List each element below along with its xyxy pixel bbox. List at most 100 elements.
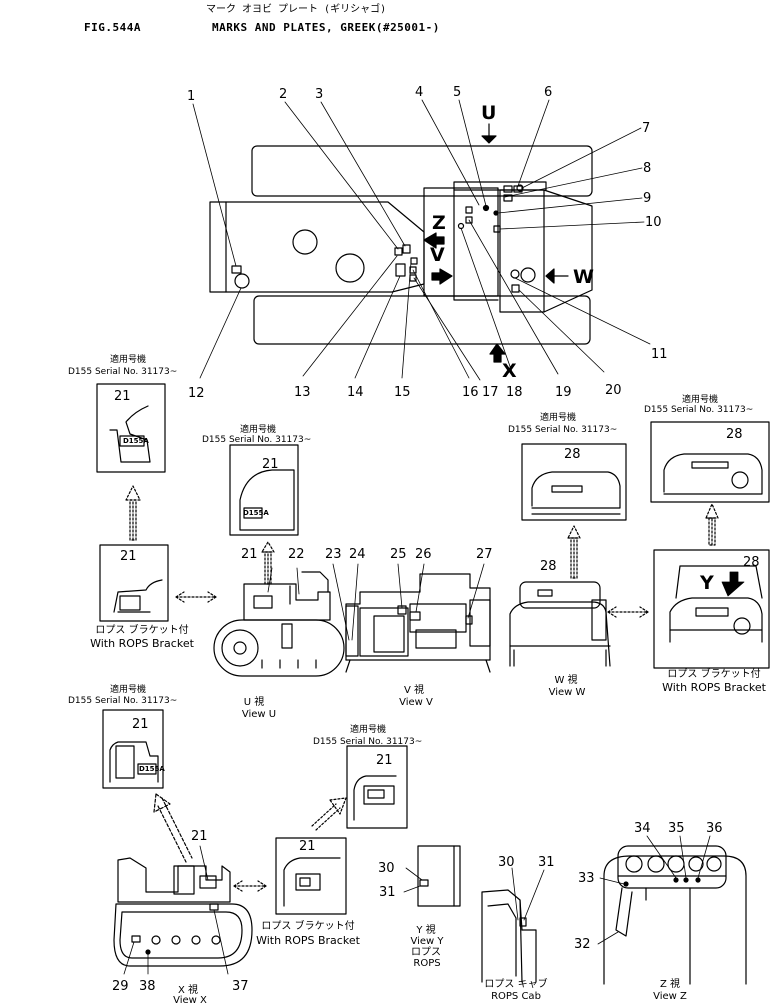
serial-en-6: D155 Serial No. 31173~ <box>313 737 423 747</box>
plate-label-3: D155A <box>139 765 165 773</box>
main-frame-left <box>209 201 425 293</box>
callout-34: 34 <box>634 821 651 836</box>
callout-28-b: 28 <box>726 427 743 442</box>
view-letter-u: U <box>481 102 497 124</box>
inset-frame <box>96 383 166 473</box>
caption-view-u-en: View U <box>241 709 277 720</box>
caption-rops-cab-jp: ロプス キャブ <box>484 979 548 990</box>
callout-16: 16 <box>462 385 479 400</box>
hatched-arrow-x <box>153 793 193 863</box>
callout-28-d: 28 <box>743 555 760 570</box>
callout-21-f: 21 <box>191 829 208 844</box>
callout-21-g: 21 <box>299 839 316 854</box>
callout-37: 37 <box>232 979 249 994</box>
callout-30-b: 30 <box>498 855 515 870</box>
callout-25: 25 <box>390 547 407 562</box>
caption-rops-jp-1: ロプス ブラケット付 <box>95 625 189 636</box>
callout-8: 8 <box>643 161 652 176</box>
callout-21-a: 21 <box>114 389 131 404</box>
callout-19: 19 <box>555 385 572 400</box>
callout-11: 11 <box>651 347 668 362</box>
callout-38: 38 <box>139 979 156 994</box>
callout-21-c: 21 <box>120 549 137 564</box>
callout-15: 15 <box>394 385 411 400</box>
caption-view-u-jp: U 視 <box>243 697 265 708</box>
link-arrow <box>175 591 217 603</box>
callout-28-c: 28 <box>540 559 557 574</box>
cab-outline <box>423 187 499 297</box>
callout-20: 20 <box>605 383 622 398</box>
callout-4: 4 <box>415 85 424 100</box>
view-v-arrow <box>431 268 453 285</box>
hatched-arrow <box>125 485 141 541</box>
caption-view-y-rops-jp: ロプス <box>411 947 441 958</box>
view-letter-w: W <box>573 266 594 288</box>
serial-jp-6: 適用号機 <box>350 725 387 735</box>
callout-18: 18 <box>506 385 523 400</box>
callout-12: 12 <box>188 386 205 401</box>
caption-rops-en-3: With ROPS Bracket <box>256 934 360 947</box>
serial-en-2: D155 Serial No. 31173~ <box>202 435 312 445</box>
lower-track-frame <box>253 295 591 345</box>
callout-17: 17 <box>482 385 499 400</box>
callout-31-b: 31 <box>538 855 555 870</box>
callout-36: 36 <box>706 821 723 836</box>
callout-3: 3 <box>315 87 324 102</box>
view-v-machine <box>332 563 491 673</box>
inset-serial-w <box>521 443 627 521</box>
caption-view-z-en: View Z <box>653 991 687 1002</box>
caption-view-y-jp: Y 視 <box>416 925 436 936</box>
callout-22: 22 <box>288 547 305 562</box>
callout-28-a: 28 <box>564 447 581 462</box>
callout-27: 27 <box>476 547 493 562</box>
serial-jp-1: 適用号機 <box>110 355 147 365</box>
plate-label-1: D155A <box>123 437 149 445</box>
callout-21-e: 21 <box>132 717 149 732</box>
inset-serial-right <box>650 421 770 503</box>
view-z-panel <box>597 835 747 985</box>
caption-view-y-rops-en: ROPS <box>413 958 441 969</box>
caption-view-x-jp: X 視 <box>177 985 199 996</box>
inset-rops-left <box>99 544 169 622</box>
caption-view-y-en: View Y <box>410 936 444 947</box>
serial-en-3: D155 Serial No. 31173~ <box>508 425 618 435</box>
caption-view-v-jp: V 視 <box>403 685 425 696</box>
caption-rops-en-1: With ROPS Bracket <box>90 637 194 650</box>
view-w-machine <box>509 525 611 667</box>
serial-jp-2: 適用号機 <box>240 425 277 435</box>
caption-view-x-en: View X <box>173 995 207 1006</box>
view-letter-y: Y <box>700 572 714 594</box>
inset-serial-rops <box>346 745 408 829</box>
callout-31-a: 31 <box>379 885 396 900</box>
callout-26: 26 <box>415 547 432 562</box>
view-rops-cab <box>481 867 545 983</box>
view-x-arrow <box>489 343 506 363</box>
callout-29: 29 <box>112 979 129 994</box>
callout-21-b: 21 <box>262 457 279 472</box>
callout-10: 10 <box>645 215 662 230</box>
callout-32: 32 <box>574 937 591 952</box>
caption-rops-cab-en: ROPS Cab <box>491 991 541 1002</box>
engine-hood-outline <box>499 189 545 313</box>
callout-14: 14 <box>347 385 364 400</box>
view-u-arrow <box>481 123 497 144</box>
callout-33: 33 <box>578 871 595 886</box>
inset-serial-x <box>102 709 164 789</box>
upper-track-frame <box>251 145 593 197</box>
serial-en-4: D155 Serial No. 31173~ <box>644 405 754 415</box>
caption-view-v-en: View V <box>399 697 433 708</box>
serial-jp-4: 適用号機 <box>682 395 719 405</box>
callout-30-a: 30 <box>378 861 395 876</box>
caption-view-z-jp: Z 視 <box>659 979 681 990</box>
inset-rops-right <box>653 549 770 669</box>
callout-9: 9 <box>643 191 652 206</box>
plate-label-2: D155A <box>243 509 269 517</box>
callout-7: 7 <box>642 121 651 136</box>
top-plan-view <box>192 99 651 381</box>
view-u-machine <box>213 444 345 677</box>
serial-en-1: D155 Serial No. 31173~ <box>68 367 178 377</box>
callout-21-d: 21 <box>241 547 258 562</box>
title-japanese: マーク オヨビ プレート (ギリシャゴ) <box>206 4 387 15</box>
callout-13: 13 <box>294 385 311 400</box>
